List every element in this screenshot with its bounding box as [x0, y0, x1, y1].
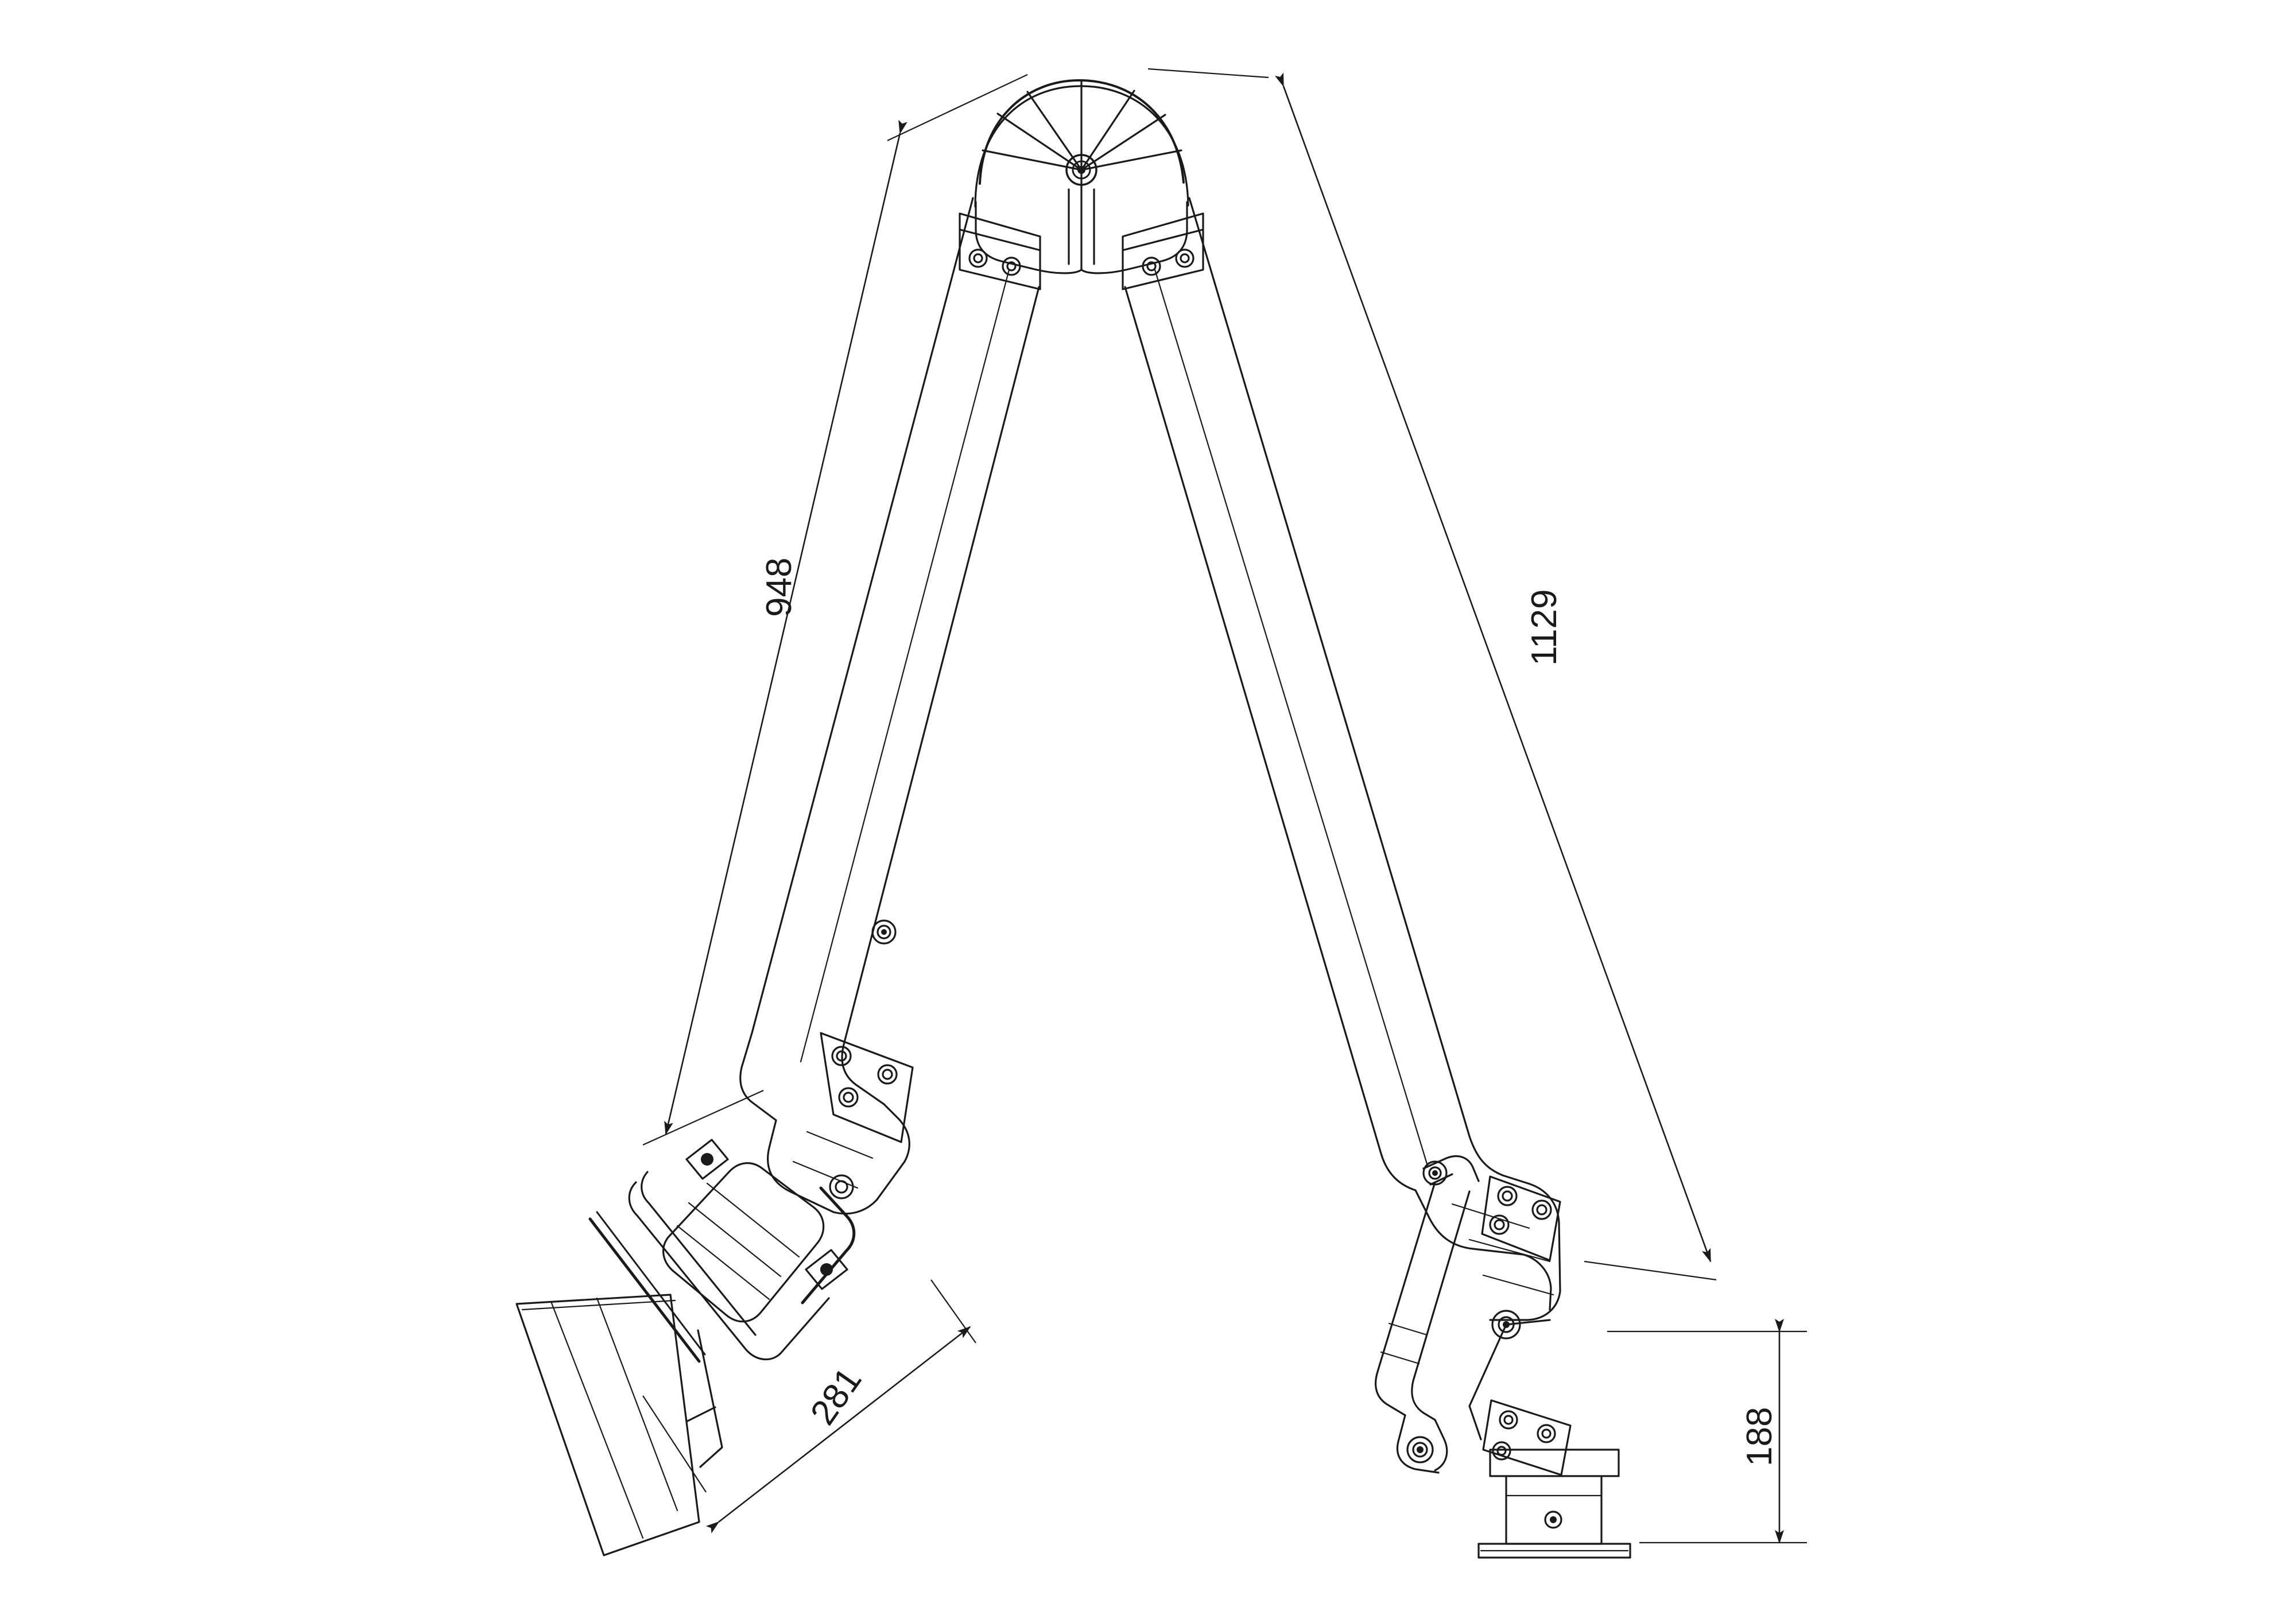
- dimension-label-1129: 1129: [1525, 589, 1564, 666]
- right-base-pedestal: [1477, 1449, 1631, 1559]
- dimension-label-948: 948: [759, 557, 799, 617]
- dimension-1129: [1147, 68, 1717, 1281]
- left-end-effector: [515, 1139, 856, 1556]
- dimension-281: [642, 1279, 976, 1533]
- dimension-188: [1607, 1319, 1807, 1544]
- left-arm-boom: [739, 197, 1040, 1215]
- dimension-label-188: 188: [1740, 1407, 1779, 1466]
- elbow-joint-hub: [959, 79, 1204, 290]
- right-hydraulic-cylinder: [1375, 1155, 1480, 1474]
- dimension-annotations: [642, 68, 1807, 1544]
- right-arm-boom: [1124, 197, 1572, 1476]
- arm-assembly: [515, 79, 1631, 1559]
- dimension-948: [642, 74, 1028, 1146]
